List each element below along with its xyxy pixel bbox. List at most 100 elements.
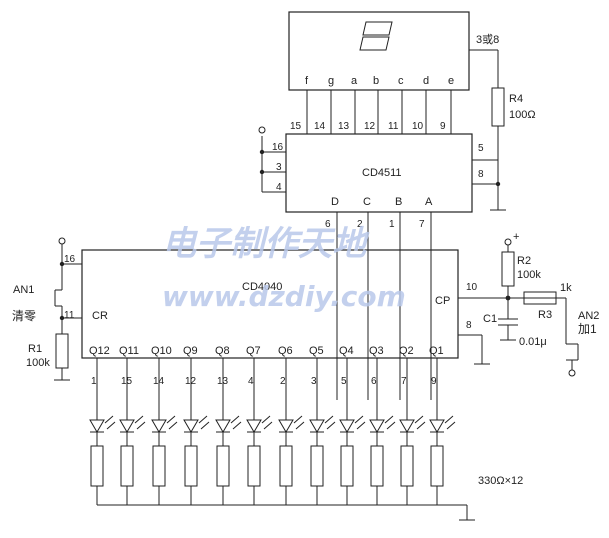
- cd4511-title: CD4511: [362, 167, 402, 179]
- segment-wires: [306, 90, 452, 134]
- r2-resistor: [501, 251, 515, 287]
- cd4040-ground: [458, 334, 490, 365]
- led-resistor: [90, 445, 104, 487]
- led-light-arrows-icon: [230, 415, 242, 430]
- cd4511-pin-14: 14: [314, 121, 326, 132]
- cd4511-input-D: D: [331, 196, 339, 208]
- cd4040-output-q2: Q2: [399, 345, 414, 357]
- led-resistor: [152, 445, 166, 487]
- r4-name: R4: [509, 93, 523, 105]
- led-diode-icon: [399, 419, 415, 433]
- c1-name: C1: [483, 313, 497, 325]
- bcd-wires: [336, 212, 432, 400]
- led-diode-icon: [369, 419, 385, 433]
- led-light-arrows-icon: [324, 415, 336, 430]
- segment-f-label: f: [305, 75, 309, 87]
- watermark-chinese: 电子制作天地: [162, 224, 370, 264]
- cd4511-left-wiring: [258, 126, 286, 193]
- r3-resistor: [523, 291, 557, 305]
- cd4511-pin-1: 1: [389, 219, 395, 230]
- cd4040-pin-6: 6: [371, 376, 377, 387]
- cd4511-chip: CD4511 15 14 13 12 11 10 9 16 3 4 5 8 D …: [272, 121, 484, 230]
- display-common-label: 3或8: [476, 33, 499, 46]
- led-light-arrows-icon: [444, 415, 456, 430]
- cd4040-pin-7: 7: [401, 376, 407, 387]
- led-diode-icon: [429, 419, 445, 433]
- led-diode-icon: [339, 419, 355, 433]
- cd4511-input-C: C: [363, 196, 371, 208]
- led-resistor: [216, 445, 230, 487]
- an1-name: AN1: [13, 284, 34, 296]
- led-diode-icon: [309, 419, 325, 433]
- led-light-arrows-icon: [354, 415, 366, 430]
- seven-segment-display: f g a b c d e 3或8: [288, 11, 499, 91]
- cd4040-output-q7: Q7: [246, 345, 261, 357]
- cd4040-output-q12: Q12: [89, 345, 110, 357]
- cd4040-pin-11: 11: [64, 310, 75, 321]
- r2-supply-plus: +: [513, 231, 519, 243]
- segment-c-label: c: [398, 75, 404, 87]
- c1-value: 0.01μ: [519, 336, 547, 348]
- segment-b-label: b: [373, 75, 379, 87]
- cd4040-pin-2: 2: [280, 376, 286, 387]
- r3-name: R3: [538, 309, 552, 321]
- cd4511-pin-12: 12: [364, 121, 376, 132]
- led-resistor: [430, 445, 444, 487]
- r4-resistor: [491, 87, 505, 127]
- cd4040-pin-3: 3: [311, 376, 317, 387]
- cd4040-pin-4: 4: [248, 376, 254, 387]
- led-diode-icon: [183, 419, 199, 433]
- cd4511-pin-8: 8: [478, 169, 484, 180]
- r3-value: 1k: [560, 282, 572, 294]
- led-light-arrows-icon: [198, 415, 210, 430]
- cd4040-pin-5: 5: [341, 376, 347, 387]
- cd4511-input-A: A: [425, 196, 433, 208]
- cd4511-pin-13: 13: [338, 121, 350, 132]
- led-diode-icon: [246, 419, 262, 433]
- cd4511-pin-16: 16: [272, 142, 284, 153]
- cd4511-pin-7: 7: [419, 219, 425, 230]
- led-resistor: [247, 445, 261, 487]
- led-light-arrows-icon: [134, 415, 146, 430]
- led-resistor: [184, 445, 198, 487]
- r4-value: 100Ω: [509, 109, 536, 121]
- common-ground: [97, 504, 475, 521]
- led-light-arrows-icon: [384, 415, 396, 430]
- led-resistor: [310, 445, 324, 487]
- watermark-url: www.dzdiy.com: [162, 280, 406, 313]
- cd4040-output-q8: Q8: [215, 345, 230, 357]
- cd4511-pin-15: 15: [290, 121, 302, 132]
- segment-d-label: d: [423, 75, 429, 87]
- cd4511-pin-10: 10: [412, 121, 424, 132]
- r1-value: 100k: [26, 357, 50, 369]
- cd4040-pin-10: 10: [466, 282, 478, 293]
- led-resistor: [340, 445, 354, 487]
- cd4040-output-q4: Q4: [339, 345, 354, 357]
- an1-reset-circuit: AN1 清零 R1 100k: [12, 264, 82, 381]
- led-light-arrows-icon: [166, 415, 178, 430]
- led-diode-icon: [278, 419, 294, 433]
- cd4511-pin-9: 9: [440, 121, 446, 132]
- cd4040-pin-8: 8: [466, 320, 472, 331]
- led-light-arrows-icon: [104, 415, 116, 430]
- led-resistor: [400, 445, 414, 487]
- cd4040-pin-16: 16: [64, 254, 76, 265]
- cd4511-pin-5: 5: [478, 143, 484, 154]
- led-diode-icon: [89, 419, 105, 433]
- segment-a-label: a: [351, 75, 358, 87]
- led-light-arrows-icon: [293, 415, 305, 430]
- segment-g-label: g: [328, 75, 334, 87]
- an2-label: 加1: [578, 322, 597, 336]
- cd4511-pin-3: 3: [276, 162, 282, 173]
- led-diode-icon: [151, 419, 167, 433]
- clock-input-circuit: + R2 100k C1 0.01μ R3 1k AN2 加1: [458, 231, 599, 377]
- led-light-arrows-icon: [261, 415, 273, 430]
- cd4040-pin-1: 1: [91, 376, 97, 387]
- cd4040-cp-label: CP: [435, 295, 450, 307]
- cd4040-output-q3: Q3: [369, 345, 384, 357]
- cd4040-output-q9: Q9: [183, 345, 198, 357]
- cd4511-right-wiring: R4 100Ω: [469, 49, 536, 211]
